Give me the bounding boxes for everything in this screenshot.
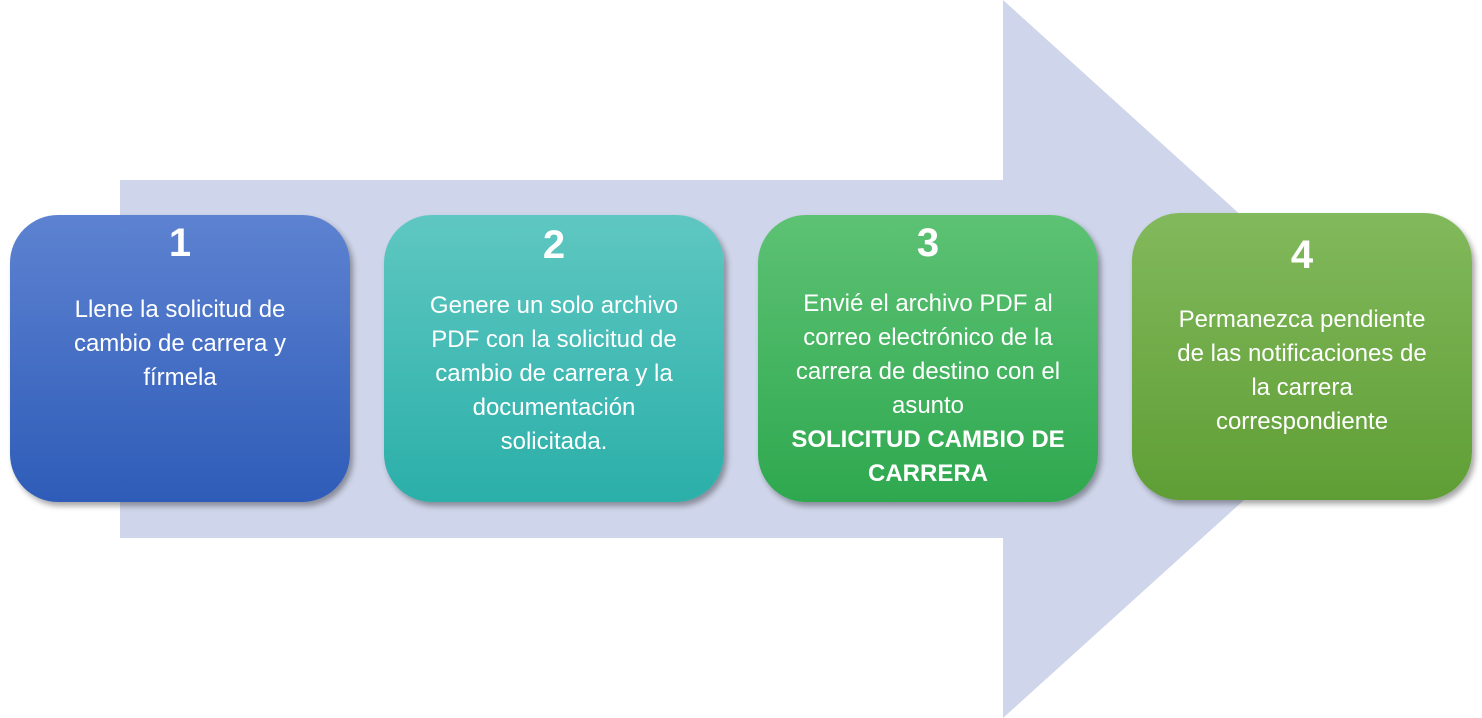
step-3-card: 3 Envié el archivo PDF al correo electró… [758,215,1098,502]
step-text: Permanezca pendiente de las notificacion… [1177,306,1427,435]
step-number: 1 [168,221,192,265]
step-1-card: 1 Llene la solicitud de cambio de carrer… [10,215,350,502]
step-2-card: 2 Genere un solo archivo PDF con la soli… [384,215,724,502]
step-4-card: 4 Permanezca pendiente de las notificaci… [1132,213,1472,500]
step-text: Llene la solicitud de cambio de carrera … [73,296,287,391]
step-number: 3 [916,221,940,265]
step-subject: SOLICITUD CAMBIO DE CARRERA [791,426,1065,487]
step-text: Envié el archivo PDF al correo electróni… [795,290,1061,419]
step-number: 4 [1290,233,1314,277]
step-text-block: Envié el archivo PDF al correo electróni… [758,287,1098,491]
step-text: Genere un solo archivo PDF con la solici… [429,292,679,455]
step-number: 2 [542,223,566,267]
